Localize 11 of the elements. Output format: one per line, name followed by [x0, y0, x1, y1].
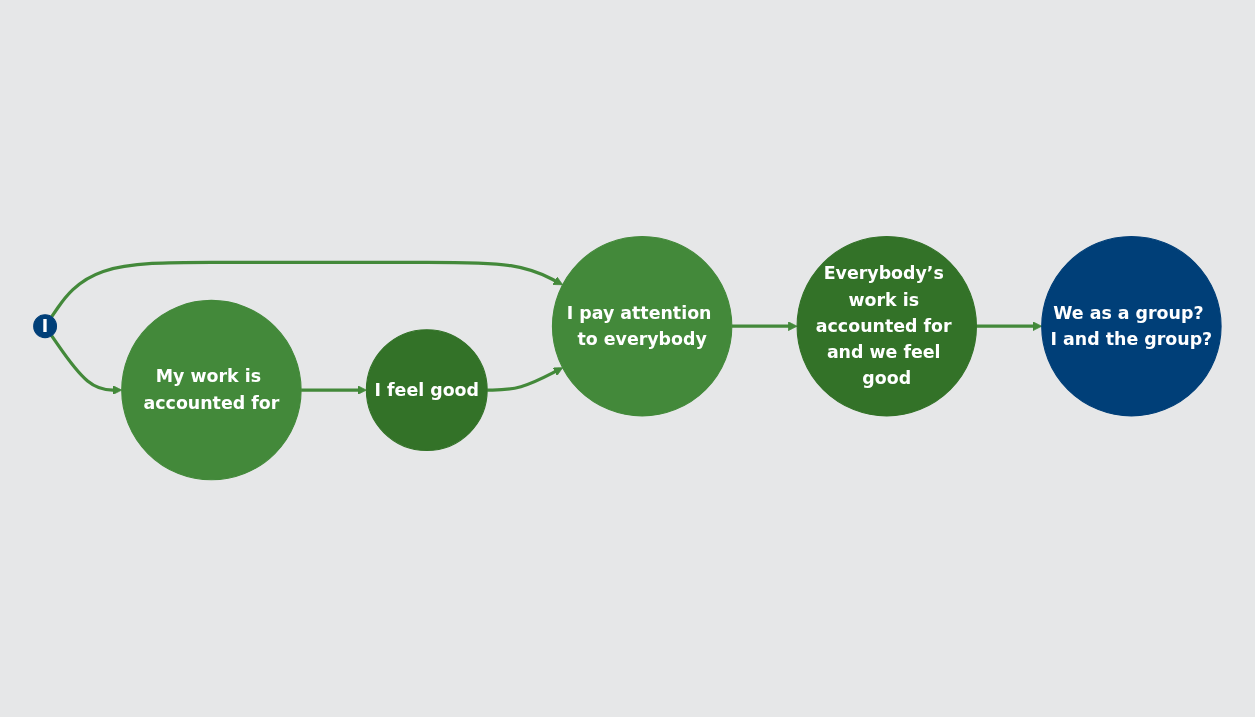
arrow [731, 321, 798, 332]
node-circle: I [33, 314, 58, 339]
node-circle: Everybody’s work is accounted for and we feel good [796, 236, 978, 417]
arrow [487, 367, 564, 393]
node-circle: I pay attention to everybody [551, 236, 733, 417]
arrow [301, 385, 367, 396]
arrow [50, 335, 123, 396]
arrow [50, 261, 564, 319]
node-circle: My work is accounted for [121, 300, 302, 481]
node-circle: We as a group? I and the group? [1041, 236, 1222, 417]
node-circle: I feel good [365, 329, 488, 452]
